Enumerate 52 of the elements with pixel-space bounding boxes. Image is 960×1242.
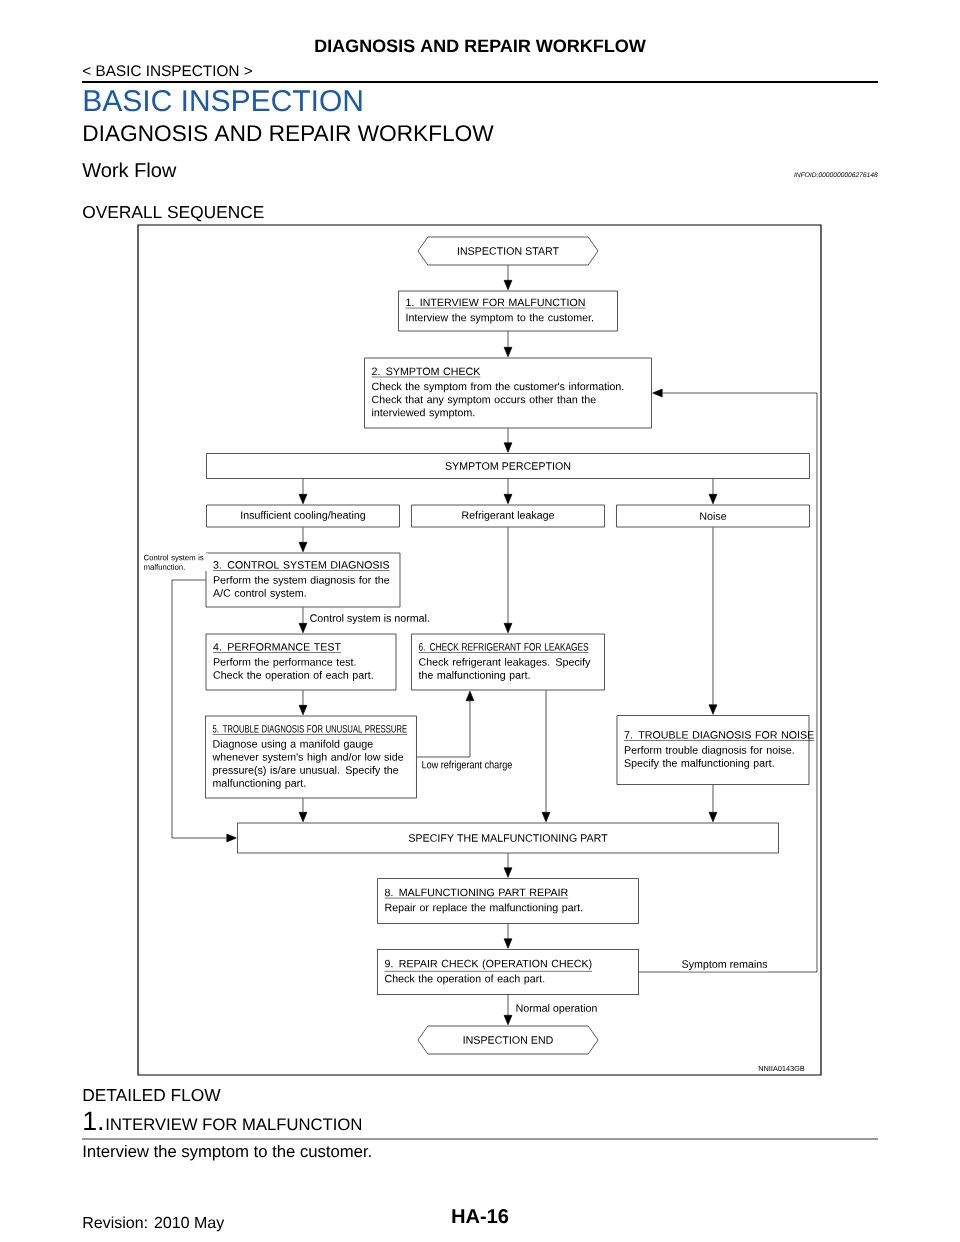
arrow [503, 853, 513, 878]
step-box: 3. CONTROL SYSTEM DIAGNOSIS Perform the system diagnosis for the A/C control system. [205, 552, 401, 608]
section-heading: Work Flow [82, 162, 177, 178]
arrow [503, 265, 513, 291]
edge-label: Low refrigerant charge [420, 759, 514, 772]
arrow [298, 607, 308, 634]
page-number: HA-16 [452, 1209, 509, 1224]
page-header: DIAGNOSIS AND REPAIR WORKFLOW [315, 39, 646, 53]
arrow [503, 478, 513, 505]
step-box: 6. CHECK REFRIGERANT FOR LEAKAGES Check refrigerant leakages. Specify the malfunctioning part. [411, 633, 605, 691]
step-box: 7. TROUBLE DIAGNOSIS FOR NOISE Perform trouble diagnosis for noise. Specify the malfunctioning part. [616, 715, 815, 785]
section-heading: OVERALL SEQUENCE [83, 205, 264, 222]
step-box: 4. PERFORMANCE TEST Perform the performance test. Check the operation of each part. [205, 633, 397, 691]
edge-label: Normal operation [514, 1002, 599, 1016]
section-heading: DIAGNOSIS AND REPAIR WORKFLOW [84, 125, 494, 142]
arrow [708, 527, 718, 715]
body-text: Revision: 2010 May [83, 1216, 225, 1232]
edge-label: Control system is normal. [308, 612, 432, 626]
edge-label: Symptom remains [680, 958, 769, 972]
arrow [503, 331, 513, 358]
process-box: SYMPTOM PERCEPTION [206, 453, 810, 479]
step-box: 9. REPAIR CHECK (OPERATION CHECK) Check the operation of each part. [377, 949, 639, 995]
arrow [503, 527, 513, 634]
arrow [638, 388, 818, 973]
arrow [298, 478, 308, 505]
arrow [708, 478, 718, 505]
arrow [298, 690, 308, 716]
arrow [416, 690, 475, 758]
section-heading: DETAILED FLOW [83, 1088, 221, 1102]
process-box: Insufficient cooling/heating [206, 504, 400, 528]
arrow [503, 923, 513, 949]
step-box: 8. MALFUNCTIONING PART REPAIR Repair or replace the malfunctioning part. [377, 878, 639, 924]
arrow [541, 690, 551, 823]
terminal-hexagon: INSPECTION START [417, 236, 599, 266]
arrow [708, 784, 718, 823]
arrow [503, 428, 513, 453]
terminal-hexagon: INSPECTION END [417, 1025, 599, 1055]
step-box: 5. TROUBLE DIAGNOSIS FOR UNUSUAL PRESSURE Diagnose using a manifold gauge whenever system's high and/or low side pressure(s) is/are unusual. Specify the malfunctioning part. [205, 715, 417, 799]
body-text: Interview the symptom to the customer. [83, 1144, 371, 1161]
arrow [298, 527, 308, 553]
arrow [298, 798, 308, 823]
section-heading: INTERVIEW FOR MALFUNCTION [106, 1118, 361, 1131]
arrow [171, 579, 237, 843]
arrow [503, 994, 513, 1026]
process-box: Refrigerant leakage [411, 504, 605, 528]
step-box: 1. INTERVIEW FOR MALFUNCTION Interview the symptom to the customer. [398, 290, 618, 332]
step-box: 2. SYMPTOM CHECK Check the symptom from the customer's information. Check that any symptom occurs other than the interviewed symptom. [364, 357, 652, 429]
process-box: SPECIFY THE MALFUNCTIONING PART [237, 822, 779, 854]
process-box: Noise [616, 504, 810, 528]
step-number: 1. [84, 1111, 103, 1130]
section-heading: < BASIC INSPECTION > [83, 65, 252, 77]
section-heading: BASIC INSPECTION [84, 90, 362, 112]
